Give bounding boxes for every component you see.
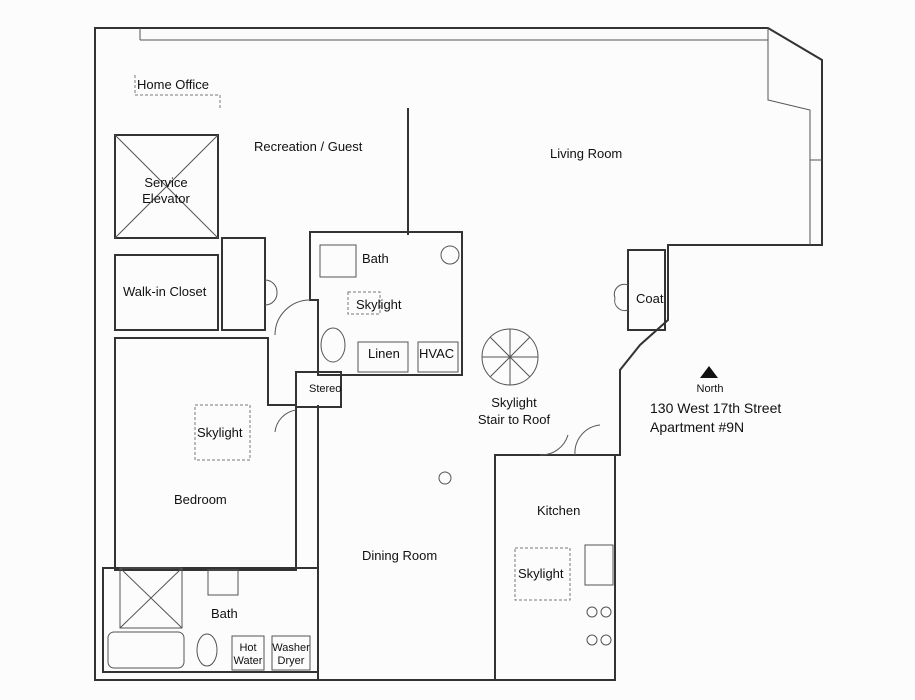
label-stair-to-roof: Stair to Roof bbox=[478, 412, 551, 427]
label-skylight-hall: Skylight bbox=[356, 297, 402, 312]
label-elevator: Elevator bbox=[142, 191, 190, 206]
label-north: North bbox=[697, 383, 724, 395]
label-recreation: Recreation / Guest bbox=[254, 139, 363, 154]
window-strip bbox=[139, 28, 822, 245]
label-hvac: HVAC bbox=[419, 346, 454, 361]
label-service: Service bbox=[144, 175, 187, 190]
label-stair-skylight: Skylight bbox=[491, 395, 537, 410]
address-line-2: Apartment #9N bbox=[650, 419, 744, 435]
label-dining-room: Dining Room bbox=[362, 548, 437, 563]
label-linen: Linen bbox=[368, 346, 400, 361]
label-coat: Coat bbox=[636, 291, 664, 306]
label-water: Water bbox=[234, 655, 263, 667]
label-bedroom: Bedroom bbox=[174, 492, 227, 507]
label-skylight-kitchen: Skylight bbox=[518, 566, 564, 581]
label-walk-in-closet: Walk-in Closet bbox=[123, 284, 207, 299]
address-line-1: 130 West 17th Street bbox=[650, 400, 781, 416]
label-washer: Washer bbox=[272, 642, 310, 654]
label-home-office: Home Office bbox=[137, 77, 209, 92]
label-bath-bottom: Bath bbox=[211, 606, 238, 621]
label-skylight-bedroom: Skylight bbox=[197, 425, 243, 440]
label-bath-top: Bath bbox=[362, 251, 389, 266]
label-hot: Hot bbox=[239, 642, 256, 654]
north-arrow-icon bbox=[700, 366, 718, 378]
label-living-room: Living Room bbox=[550, 146, 622, 161]
label-dryer: Dryer bbox=[278, 655, 305, 667]
label-stereo: Stereo bbox=[309, 383, 341, 395]
service-elevator bbox=[114, 134, 219, 239]
label-kitchen: Kitchen bbox=[537, 503, 580, 518]
